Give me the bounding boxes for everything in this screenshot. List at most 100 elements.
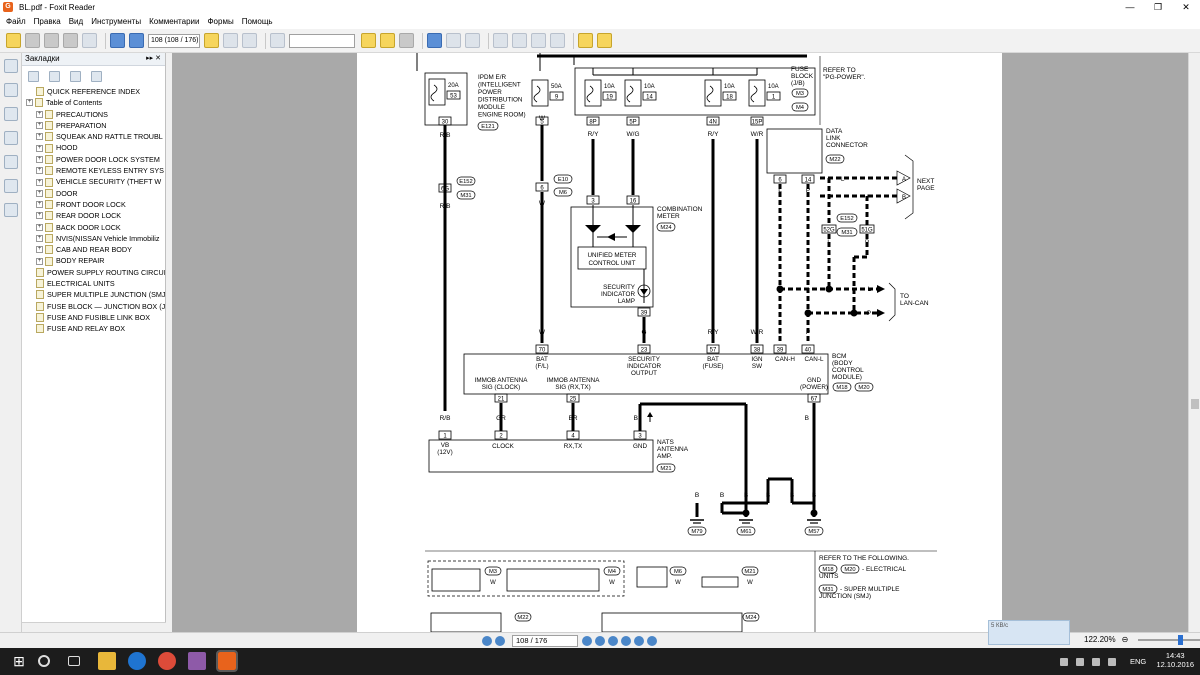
expand-icon[interactable]: + — [26, 99, 33, 107]
expand-icon[interactable]: + — [36, 122, 43, 130]
search-input[interactable] — [289, 33, 355, 48]
bookmark-item[interactable]: +FRONT DOOR LOCK — [26, 199, 165, 210]
menu-help[interactable]: Помощь — [241, 17, 273, 26]
bookmark-item[interactable]: +PRECAUTIONS — [26, 109, 165, 120]
expand-icon[interactable]: + — [36, 257, 43, 265]
bookmark-item[interactable]: +POWER DOOR LOCK SYSTEM — [26, 154, 165, 165]
prev-page-icon[interactable] — [495, 636, 505, 646]
binoculars-icon[interactable] — [270, 33, 285, 48]
bookmark-item[interactable]: QUICK REFERENCE INDEX — [26, 86, 165, 97]
expand-icon[interactable]: + — [36, 223, 43, 231]
bookmark-item[interactable]: +NVIS(NISSAN Vehicle Immobiliz — [26, 233, 165, 244]
select-text-icon[interactable] — [223, 33, 238, 48]
speaker-icon[interactable] — [1092, 658, 1100, 666]
panel-splitter[interactable] — [166, 53, 172, 632]
open-folder-icon[interactable] — [6, 33, 21, 48]
menu-tools[interactable]: Инструменты — [91, 17, 142, 26]
single-page-icon[interactable] — [493, 33, 508, 48]
winrar-icon[interactable] — [188, 652, 206, 670]
bookmarks-panel-icon[interactable] — [4, 59, 18, 73]
bookmark-item[interactable]: +REMOTE KEYLESS ENTRY SYS — [26, 165, 165, 176]
rotate-icon[interactable] — [446, 33, 461, 48]
edge-icon[interactable] — [128, 652, 146, 670]
facing-icon[interactable] — [531, 33, 546, 48]
bookmark-item[interactable]: +BODY REPAIR — [26, 255, 165, 266]
attachments-panel-icon[interactable] — [4, 155, 18, 169]
text-tool-icon[interactable] — [578, 33, 593, 48]
bookmark-item[interactable]: +SQUEAK AND RATTLE TROUBL — [26, 131, 165, 142]
expand-icon[interactable]: + — [36, 155, 43, 163]
bookmarks-scrollbar[interactable] — [22, 622, 166, 632]
bookmark-item[interactable]: +REAR DOOR LOCK — [26, 210, 165, 221]
note-icon[interactable] — [597, 33, 612, 48]
view-icon[interactable] — [634, 636, 644, 646]
comments-panel-icon[interactable] — [4, 131, 18, 145]
back-icon[interactable] — [608, 636, 618, 646]
foxit-taskbar-icon[interactable] — [216, 650, 238, 672]
bookmark-item[interactable]: +VEHICLE SECURITY (THEFT W — [26, 176, 165, 187]
bookmark-item[interactable]: FUSE AND RELAY BOX — [26, 323, 165, 334]
bookmark-properties-icon[interactable] — [91, 70, 102, 82]
bookmark-item[interactable]: +DOOR — [26, 188, 165, 199]
expand-icon[interactable]: + — [36, 201, 43, 209]
bookmark-item[interactable]: FUSE AND FUSIBLE LINK BOX — [26, 312, 165, 323]
zoom-slider[interactable] — [1138, 634, 1200, 645]
expand-icon[interactable]: + — [36, 110, 43, 118]
expand-icon[interactable]: + — [36, 189, 43, 197]
delete-bookmark-icon[interactable] — [28, 70, 39, 82]
select-arrow-icon[interactable] — [242, 33, 257, 48]
hand-tool-icon[interactable] — [204, 33, 219, 48]
bookmark-item[interactable]: +PREPARATION — [26, 120, 165, 131]
chrome-icon[interactable] — [158, 652, 176, 670]
forward-icon[interactable] — [621, 636, 631, 646]
first-page-icon[interactable] — [482, 636, 492, 646]
pages-panel-icon[interactable] — [4, 83, 18, 97]
minimize-button[interactable]: — — [1125, 2, 1135, 12]
network-icon[interactable] — [1076, 658, 1084, 666]
signature-panel-icon[interactable] — [4, 203, 18, 217]
expand-icon[interactable]: + — [36, 167, 43, 175]
bookmark-item[interactable]: ELECTRICAL UNITS — [26, 278, 165, 289]
last-page-icon[interactable] — [595, 636, 605, 646]
page-number-field[interactable]: 108 (108 / 176) — [148, 33, 200, 48]
menu-edit[interactable]: Правка — [33, 17, 61, 26]
bookmark-item[interactable]: +BACK DOOR LOCK — [26, 222, 165, 233]
next-page-icon[interactable] — [129, 33, 144, 48]
menu-comments[interactable]: Комментарии — [149, 17, 200, 26]
previous-page-icon[interactable] — [110, 33, 125, 48]
vertical-scrollbar[interactable] — [1188, 53, 1200, 632]
expand-icon[interactable]: + — [36, 133, 43, 141]
print-preview-icon[interactable] — [63, 33, 78, 48]
zoom-slider-knob[interactable] — [1178, 634, 1184, 645]
continuous-facing-icon[interactable] — [550, 33, 565, 48]
page-select[interactable]: 108 / 176 — [512, 635, 578, 647]
security-panel-icon[interactable] — [4, 179, 18, 193]
search-prev-icon[interactable] — [361, 33, 376, 48]
tray-arrow-icon[interactable] — [1060, 658, 1068, 666]
search-options-icon[interactable] — [399, 33, 414, 48]
expand-bookmark-icon[interactable] — [70, 70, 81, 82]
bookmark-item[interactable]: +HOOD — [26, 142, 165, 153]
bookmark-item[interactable]: FUSE BLOCK — JUNCTION BOX (J/ — [26, 301, 165, 312]
layers-panel-icon[interactable] — [4, 107, 18, 121]
layout-icon[interactable] — [647, 636, 657, 646]
zoom-out-icon[interactable]: ⊖ — [1121, 635, 1129, 644]
fit-width-icon[interactable] — [465, 33, 480, 48]
close-button[interactable]: ✕ — [1182, 2, 1190, 12]
print-icon[interactable] — [44, 33, 59, 48]
expand-icon[interactable]: + — [36, 246, 43, 254]
bookmark-item[interactable]: POWER SUPPLY ROUTING CIRCUIT — [26, 267, 165, 278]
fit-page-icon[interactable] — [427, 33, 442, 48]
menu-forms[interactable]: Формы — [207, 17, 234, 26]
file-explorer-icon[interactable] — [98, 652, 116, 670]
battery-icon[interactable] — [1108, 658, 1116, 666]
bookmark-item[interactable]: +CAB AND REAR BODY — [26, 244, 165, 255]
next-page-icon[interactable] — [582, 636, 592, 646]
panel-controls[interactable]: ▸▸ ✕ — [146, 55, 161, 62]
continuous-icon[interactable] — [512, 33, 527, 48]
zoom-value[interactable]: 122.20% — [1084, 635, 1116, 644]
clock[interactable]: 14:43 12.10.2016 — [1156, 651, 1194, 669]
windows-start-icon[interactable]: ⊞ — [13, 653, 25, 669]
menu-file[interactable]: Файл — [6, 17, 26, 26]
expand-icon[interactable]: + — [36, 235, 43, 242]
